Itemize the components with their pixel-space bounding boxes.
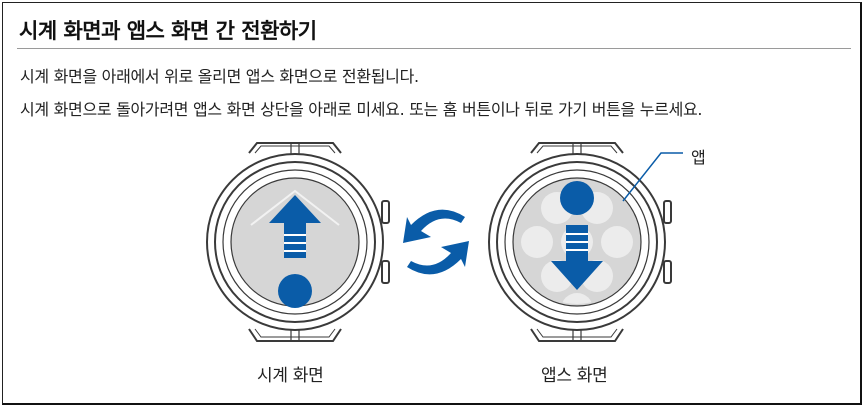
watch-face-caption: 시계 화면 xyxy=(257,366,324,386)
swipe-down-arrow-icon xyxy=(551,181,603,290)
heading-divider xyxy=(17,48,851,49)
content-panel: 시계 화면과 앱스 화면 간 전환하기 시계 화면을 아래에서 위로 올리면 앱… xyxy=(2,2,862,405)
app-callout-label: 앱 xyxy=(691,148,706,167)
section-heading: 시계 화면과 앱스 화면 간 전환하기 xyxy=(19,19,317,43)
watch-illustration xyxy=(206,142,683,342)
apps-screen-caption: 앱스 화면 xyxy=(541,366,608,386)
instruction-line-1: 시계 화면을 아래에서 위로 올리면 앱스 화면으로 전환됩니다. xyxy=(20,67,419,86)
swipe-up-arrow-icon xyxy=(269,195,321,308)
app-callout-line xyxy=(622,152,683,202)
switch-cycle-arrows-icon xyxy=(403,209,469,275)
instruction-line-2: 시계 화면으로 돌아가려면 앱스 화면 상단을 아래로 미세요. 또는 홈 버튼… xyxy=(20,100,703,119)
